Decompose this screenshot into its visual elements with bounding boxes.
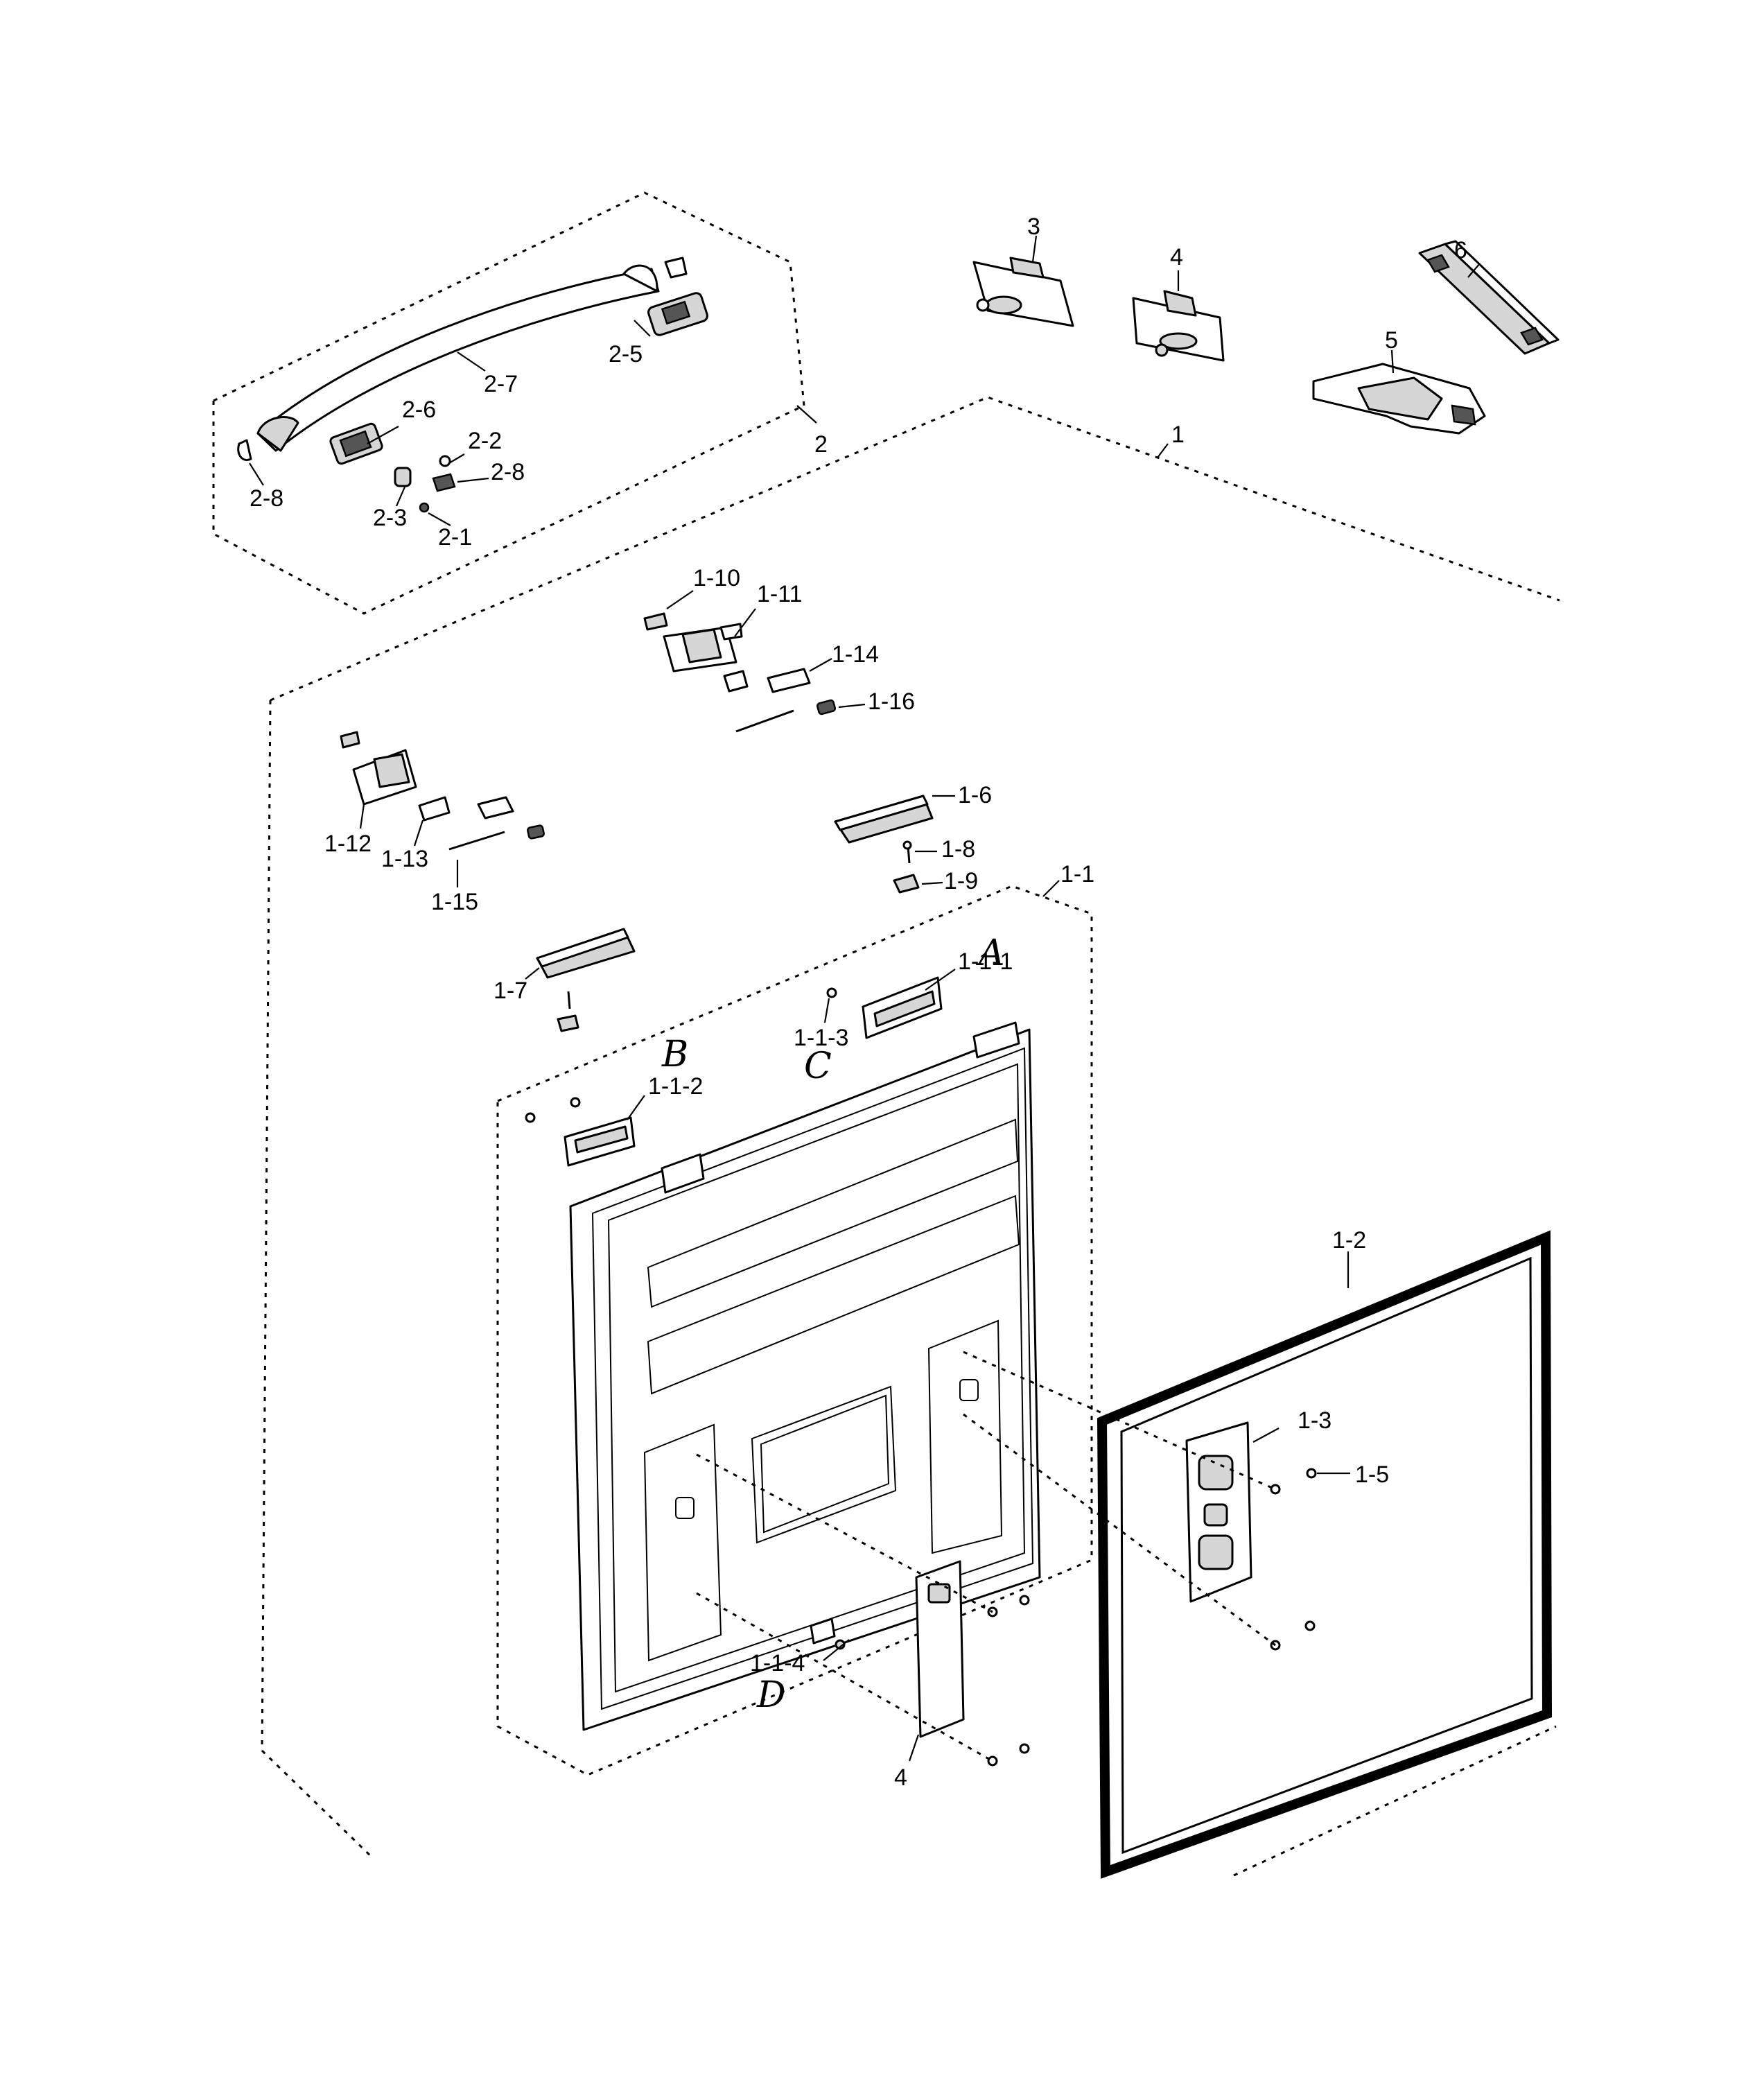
callout-1-7: 1-7 xyxy=(494,978,527,1004)
alignment-lines xyxy=(696,1351,1276,1762)
callout-4-top: 4 xyxy=(1170,244,1183,270)
callout-1-11: 1-11 xyxy=(757,581,803,607)
door-liner xyxy=(569,1021,1041,1731)
callout-1-8: 1-8 xyxy=(941,836,975,862)
handwritten-C: C xyxy=(804,1046,832,1087)
callout-1-12: 1-12 xyxy=(324,831,372,857)
part-3-hinge-block xyxy=(972,257,1074,327)
callout-3: 3 xyxy=(1027,214,1040,240)
handwritten-annotations: A B C D xyxy=(661,933,1005,1716)
cover-1-7 xyxy=(536,928,636,1032)
door-gasket xyxy=(1097,1230,1553,1879)
screw-1-8-and-clip-1-9 xyxy=(893,840,920,894)
handwritten-D: D xyxy=(756,1674,786,1716)
callout-1-1-3: 1-1-3 xyxy=(794,1025,848,1051)
callout-1-2: 1-2 xyxy=(1332,1227,1366,1254)
callout-1-3: 1-3 xyxy=(1298,1407,1331,1434)
handwritten-B: B xyxy=(661,1034,688,1075)
door-handle-bar xyxy=(256,264,660,452)
handwritten-A: A xyxy=(976,933,1005,974)
pin-1-10 xyxy=(643,612,668,631)
callout-1-15: 1-15 xyxy=(431,889,478,915)
callout-2-1: 2-1 xyxy=(438,524,472,550)
callout-1-14: 1-14 xyxy=(832,641,879,668)
callout-1-9: 1-9 xyxy=(944,868,978,894)
handle-mount-left xyxy=(329,422,383,465)
bracket-1-1-2 xyxy=(525,1097,636,1167)
hinge-1-11 xyxy=(663,623,743,673)
callout-2-7: 2-7 xyxy=(484,371,518,397)
callout-1-16: 1-16 xyxy=(868,688,915,715)
handle-small-parts xyxy=(394,455,456,513)
hinge-1-12 xyxy=(340,731,417,806)
callout-2-2: 2-2 xyxy=(468,428,502,454)
callout-6: 6 xyxy=(1454,237,1467,263)
boundary-group-1-1 xyxy=(496,885,1093,1776)
callout-1-5: 1-5 xyxy=(1355,1461,1389,1488)
callout-2-5: 2-5 xyxy=(609,341,643,367)
part-5-housing xyxy=(1312,363,1486,435)
callout-5: 5 xyxy=(1385,327,1398,354)
callout-1-13: 1-13 xyxy=(381,846,428,872)
cover-1-6 xyxy=(834,795,934,844)
bracket-1-1-1 xyxy=(826,976,943,1039)
plate-1-13-area xyxy=(418,796,545,851)
part-4-hinge-block xyxy=(1132,290,1225,362)
callout-2-8-left: 2-8 xyxy=(250,485,283,512)
plate-1-14-area xyxy=(723,668,837,733)
callout-1-10: 1-10 xyxy=(693,565,740,591)
callout-4-bottom: 4 xyxy=(894,1764,907,1791)
callout-1-1: 1-1 xyxy=(1060,861,1094,887)
leader-lines xyxy=(249,235,1481,1762)
callout-1-6: 1-6 xyxy=(958,782,992,808)
handle-end-cap-top xyxy=(664,257,688,279)
callout-2-6: 2-6 xyxy=(402,397,436,423)
handle-end-cap-left xyxy=(237,439,252,461)
callout-1-1-4: 1-1-4 xyxy=(750,1650,805,1676)
callout-1-1-2: 1-1-2 xyxy=(648,1073,703,1100)
callout-labels: 2-8 2-7 2-6 2-5 2-2 2-8 2-3 2-1 2 3 4 5 … xyxy=(250,214,1467,1791)
callout-1-1-1: 1-1-1 xyxy=(958,948,1013,975)
callout-1: 1 xyxy=(1171,422,1185,448)
callout-2-3: 2-3 xyxy=(373,505,407,531)
boundary-group-1 xyxy=(261,396,1560,1877)
boundary-group-2 xyxy=(212,191,805,615)
callout-2: 2 xyxy=(814,431,828,458)
bracket-bottom-4 xyxy=(915,1560,965,1738)
handle-mount-right xyxy=(647,292,708,336)
part-6-bar xyxy=(1418,240,1560,355)
bracket-1-3 xyxy=(1185,1421,1252,1603)
callout-2-8-right: 2-8 xyxy=(491,459,525,485)
